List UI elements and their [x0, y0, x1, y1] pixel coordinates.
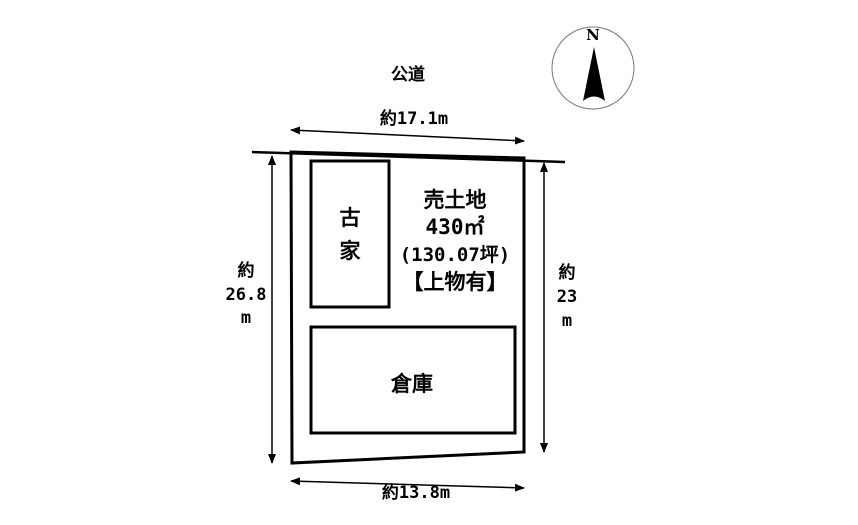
right-dimension-label-1: 約 — [559, 262, 576, 283]
old-house-label-1: 古 — [340, 206, 361, 230]
bottom-dimension-arrow — [290, 477, 525, 492]
top-dimension-arrow — [290, 126, 525, 145]
listing-title: 売土地 — [424, 188, 487, 212]
compass-north-label: N — [586, 26, 600, 44]
left-dimension-label-2: 26.8 — [226, 285, 267, 305]
listing-note: 【上物有】 — [403, 270, 508, 294]
left-dimension-label-1: 約 — [238, 260, 255, 281]
compass: N — [551, 26, 635, 110]
warehouse-label: 倉庫 — [390, 372, 433, 396]
road-label: 公道 — [391, 64, 425, 85]
right-dimension-label-2: 23 — [557, 287, 577, 307]
right-dimension-label-3: m — [562, 311, 572, 331]
plot-boundary — [289, 150, 526, 465]
old-house-building — [309, 159, 391, 309]
old-house-label-2: 家 — [340, 239, 362, 263]
north-arrow-icon — [583, 47, 605, 101]
top-dimension-label: 約17.1m — [380, 108, 448, 129]
listing-area-sqm: 430㎡ — [426, 215, 485, 239]
warehouse-building — [309, 325, 517, 435]
left-dimension-label-3: m — [241, 308, 251, 328]
bottom-dimension-label: 約13.8m — [382, 482, 450, 503]
listing-area-tsubo: (130.07坪) — [400, 244, 511, 266]
